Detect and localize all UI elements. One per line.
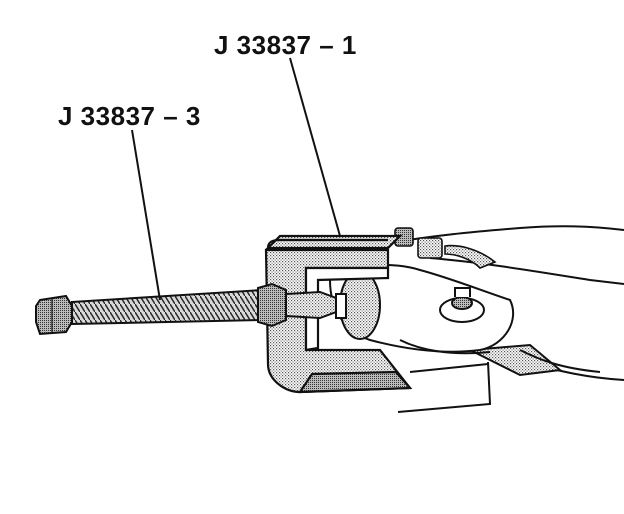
arm-fasteners: [394, 227, 497, 269]
callout-label-tool-1: J 33837 – 1: [214, 30, 357, 60]
callout-label-tool-3: J 33837 – 3: [58, 101, 201, 131]
ball-joint: [328, 263, 515, 355]
forcing-screw: [35, 282, 347, 336]
bracket-pointer-line: [397, 361, 492, 413]
c-frame-tool: [264, 234, 413, 394]
bracket-pointer-top: [409, 363, 489, 373]
leader-lines: [131, 57, 492, 413]
leader-line-tool-1: [289, 57, 341, 237]
leader-line-tool-3: [131, 129, 161, 301]
